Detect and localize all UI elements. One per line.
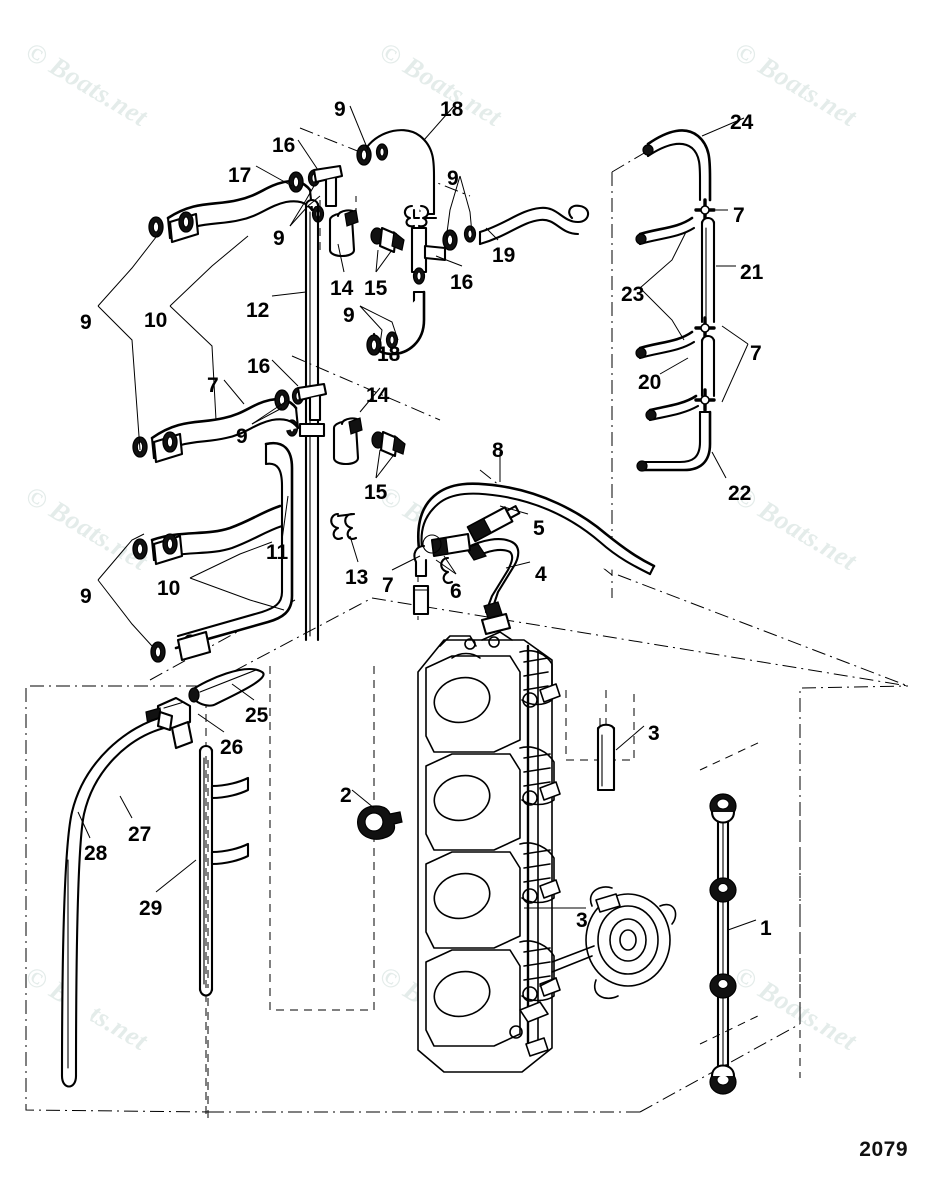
screws-15-upper [370,226,405,254]
callout-16: 16 [247,355,271,378]
hose-18-lower [366,290,426,356]
callout-18: 18 [377,343,401,366]
callout-9: 9 [236,425,248,448]
callout-15: 15 [364,277,388,300]
hose-mid-left [132,382,328,464]
callout-15: 15 [364,481,388,504]
callout-9: 9 [447,167,459,190]
standpipe-29 [198,744,250,997]
spacer-3 [596,723,616,792]
callout-12: 12 [246,299,270,322]
callout-3: 3 [648,722,660,745]
callout-7: 7 [207,374,219,397]
callout-22: 22 [728,482,752,505]
callout-2: 2 [340,784,352,807]
callout-10: 10 [157,577,181,600]
callout-17: 17 [228,164,252,187]
callout-19: 19 [492,244,516,267]
callout-7: 7 [733,204,745,227]
callout-9: 9 [334,98,346,121]
hose-28 [60,710,174,1088]
callout-26: 26 [220,736,244,759]
callout-21: 21 [740,261,764,284]
screws-15-lower [371,430,406,458]
hose-8-assembly [412,482,656,636]
bracket-14-lower [332,417,363,466]
hose-11 [132,441,294,663]
callout-7: 7 [750,342,762,365]
callout-13: 13 [345,566,369,589]
small-tube-25 [188,668,265,707]
leader-lines [77,105,757,931]
hose-17-assembly [148,164,344,244]
callout-11: 11 [266,541,289,564]
clamp-ring-2 [357,805,403,840]
rail-12 [285,198,326,642]
callout-9: 9 [80,311,92,334]
callout-14: 14 [366,384,390,407]
callout-3: 3 [576,909,588,932]
fitting-16-center [403,204,590,285]
injector-lead-4 [464,538,520,636]
clip-13 [330,512,358,540]
flywheel-assembly [539,886,677,1000]
callout-4: 4 [535,563,547,586]
callout-9: 9 [343,304,355,327]
callout-29: 29 [139,897,163,920]
callout-1: 1 [760,917,772,940]
callout-9: 9 [273,227,285,250]
callout-28: 28 [84,842,108,865]
callout-5: 5 [533,517,545,540]
assembly-guide-lines [25,127,909,1120]
callout-23: 23 [621,283,645,306]
callout-16: 16 [450,271,474,294]
callout-6: 6 [450,580,462,603]
callout-20: 20 [638,371,662,394]
linkage-rod-1 [709,793,737,1095]
callout-10: 10 [144,309,168,332]
callout-18: 18 [440,98,464,121]
hose-group-right [635,129,716,472]
callout-25: 25 [245,704,269,727]
callout-14: 14 [330,277,354,300]
engine-block [417,631,677,1073]
callout-7: 7 [382,574,394,597]
callout-24: 24 [730,111,754,134]
hose-18-top [356,129,438,220]
bracket-14-upper [328,209,359,258]
diagram-number: 2079 [859,1138,908,1161]
callout-16: 16 [272,134,296,157]
callout-8: 8 [492,439,504,462]
callout-27: 27 [128,823,152,846]
callout-9: 9 [80,585,92,608]
